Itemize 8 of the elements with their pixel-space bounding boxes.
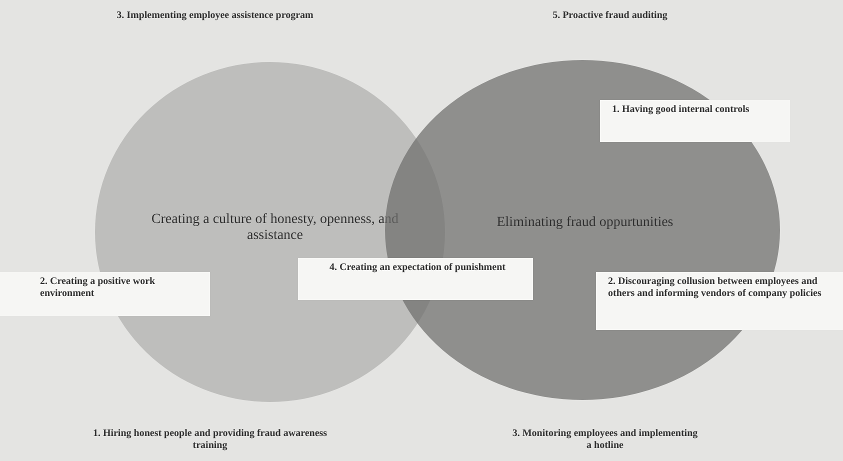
- strategy-text: 1. Hiring honest people and providing fraud awareness training: [92, 428, 328, 452]
- text-box: 2. Creating a positive work environment: [0, 272, 210, 316]
- strategy-text: 3. Implementing employee assistence program: [116, 10, 314, 22]
- strategy-text: 3. Monitoring employees and implementing a hotline: [511, 428, 699, 452]
- strategy-text: 5. Proactive fraud auditing: [552, 10, 668, 22]
- text-box: 4. Creating an expectation of punishment: [298, 258, 533, 300]
- text-box: 2. Discouraging collusion between employees and others and informing vendors of company policies: [596, 272, 843, 330]
- circle-title: Eliminating fraud oppurtunities: [496, 215, 674, 231]
